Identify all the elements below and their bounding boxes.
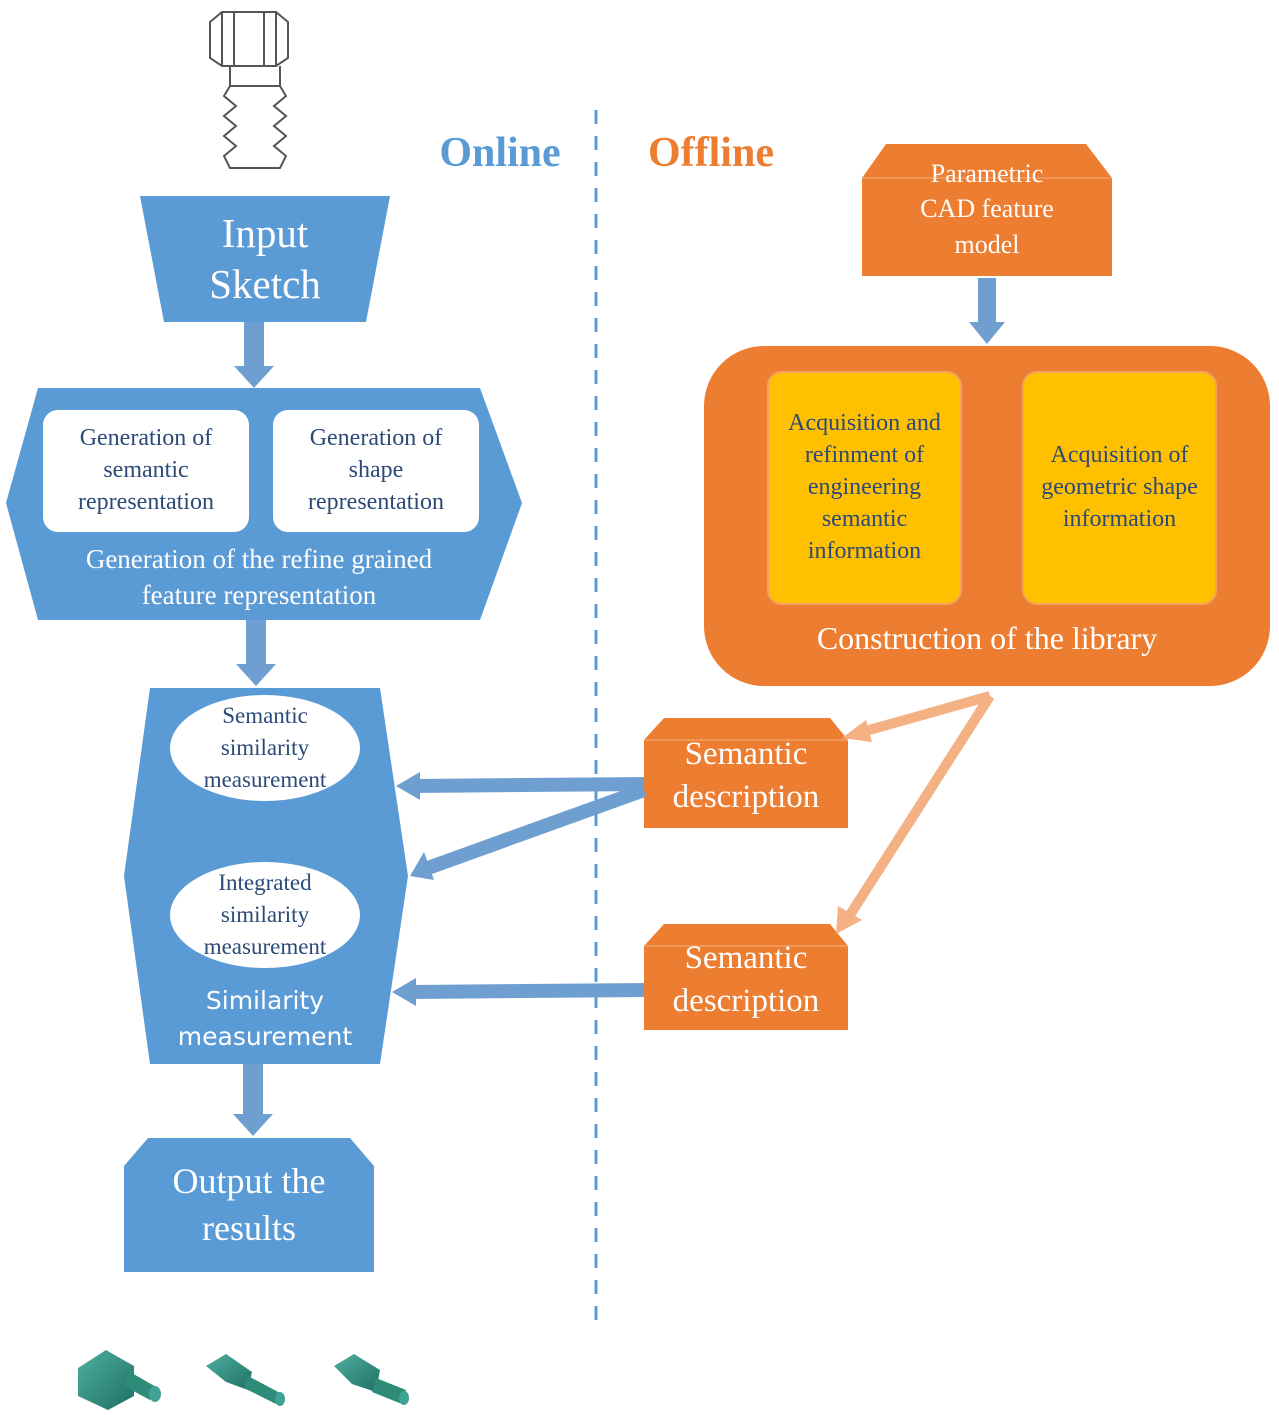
semantic-description-2-label: Semantic description: [672, 940, 820, 1019]
result-bolt-3-icon: [334, 1354, 409, 1405]
shape-acquisition-label: Acquisition of geometric shape informati…: [1041, 442, 1198, 532]
library-label: Construction of the library: [816, 619, 1158, 656]
arrow-similarity-to-output: [233, 1064, 273, 1136]
integrated-similarity-ellipse: [168, 860, 362, 970]
arrow-description-1-to-integrated-similarity: [410, 783, 647, 880]
shape-acquisition-box: [1022, 371, 1217, 605]
input-sketch-shape: [140, 196, 390, 322]
sketch-bolt-icon: [209, 11, 289, 169]
semantic-acquisition-label: Acquisition and refinment of engineering…: [788, 410, 941, 564]
arrow-input-to-generation: [234, 322, 274, 388]
arrow-library-to-description-1: [842, 691, 992, 742]
semantic-similarity-ellipse: [168, 693, 362, 803]
feature-generation-label: Generation of the refine grained feature…: [85, 544, 433, 610]
offline-label: Offline: [648, 129, 774, 176]
shape-representation-label: Generation of shape representation: [308, 425, 444, 515]
parametric-model-label: Parametric CAD feature model: [920, 159, 1054, 259]
semantic-acquisition-box: [767, 371, 962, 605]
similarity-measurement-label: Similarity measurement: [177, 985, 353, 1051]
integrated-similarity-label: Integrated similarity measurement: [203, 870, 327, 959]
arrow-description-2-to-similarity: [392, 978, 645, 1006]
input-sketch-label: Input Sketch: [209, 209, 321, 307]
result-bolt-2-icon: [206, 1354, 285, 1406]
semantic-description-1-label: Semantic description: [672, 736, 820, 815]
parametric-model-shape: [862, 144, 1112, 276]
arrow-description-1-to-semantic-similarity: [396, 772, 645, 800]
output-results-label: Output the results: [172, 1161, 326, 1248]
semantic-representation-label: Generation of semantic representation: [78, 425, 214, 515]
arrow-library-to-description-2: [836, 693, 995, 934]
semantic-representation-box: [41, 408, 251, 534]
output-results-shape: [124, 1138, 374, 1272]
semantic-similarity-label: Semantic similarity measurement: [203, 703, 327, 792]
arrow-model-to-library: [969, 278, 1005, 344]
semantic-description-1-shape: [644, 718, 848, 828]
arrow-generation-to-similarity: [236, 620, 276, 686]
shape-representation-box: [271, 408, 481, 534]
result-bolt-1-icon: [78, 1350, 161, 1410]
online-label: Online: [439, 129, 561, 176]
semantic-description-2-shape: [644, 924, 848, 1030]
